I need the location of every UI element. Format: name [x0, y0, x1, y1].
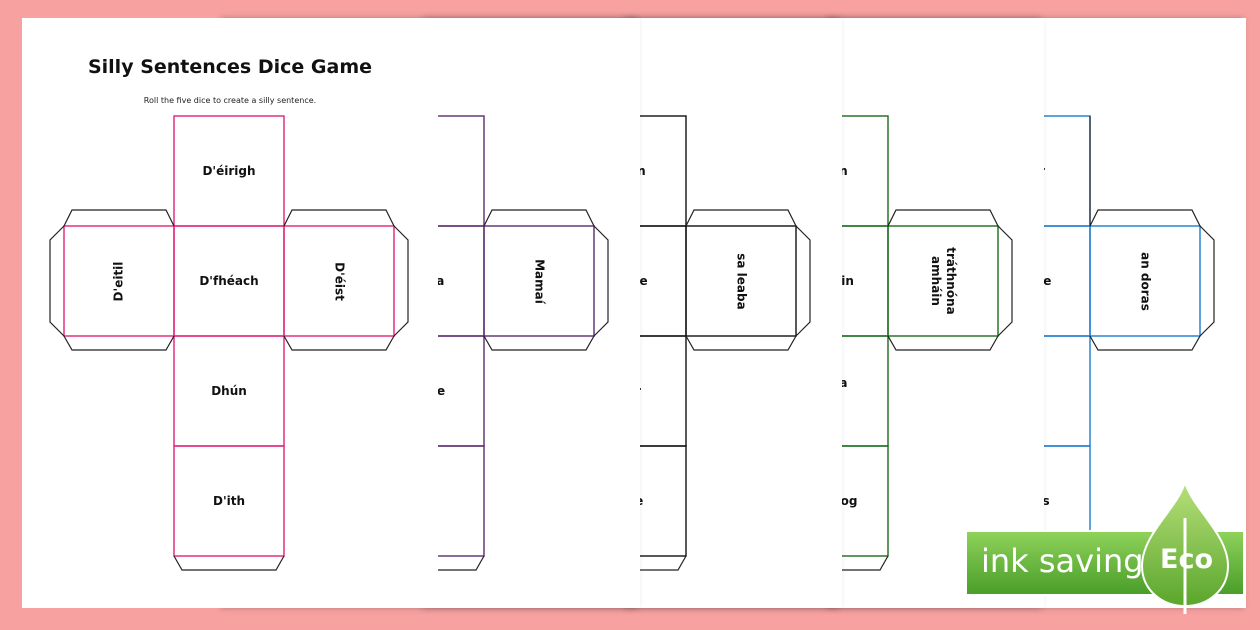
- leaf-drop-icon: [1140, 478, 1230, 614]
- face-top: D'éirigh: [202, 164, 256, 178]
- worksheet-1: Silly Sentences Dice Game Roll the five …: [22, 18, 438, 608]
- face-below1: Dhún: [211, 384, 247, 398]
- face-center: D'fhéach: [199, 274, 259, 288]
- sheet-subtitle: Roll the five dice to create a silly sen…: [143, 96, 317, 105]
- face-left: D'eitil: [111, 261, 126, 302]
- badge-eco-word: Eco: [1160, 544, 1213, 575]
- face-right: tráthnóna amháin: [929, 247, 958, 315]
- face-right: Mamaí: [532, 259, 547, 304]
- face-right: an doras: [1138, 252, 1153, 311]
- sheet-title: Silly Sentences Dice Game: [87, 56, 373, 78]
- dice-net-1: [49, 115, 409, 571]
- face-right: sa leaba: [734, 253, 749, 310]
- badge-label: ink saving: [981, 542, 1144, 580]
- face-below2: D'ith: [212, 494, 246, 508]
- face-right: D'éist: [332, 262, 347, 301]
